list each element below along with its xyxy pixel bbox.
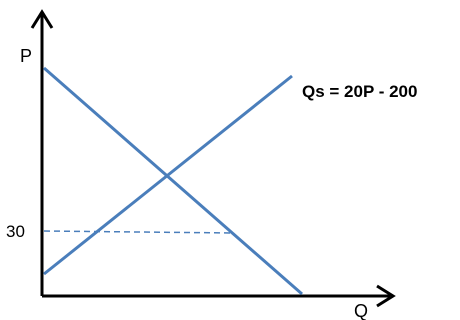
supply-curve: [43, 74, 293, 276]
price-guide-dashed: [43, 230, 235, 234]
supply-equation-label: Qs = 20P - 200: [302, 82, 417, 101]
x-axis-arrowhead: [376, 284, 396, 308]
y-axis-label: P: [20, 46, 32, 66]
demand-curve: [43, 66, 303, 296]
x-axis-label: Q: [354, 301, 368, 320]
y-axis-arrowhead: [30, 9, 54, 29]
price-tick-label: 30: [6, 222, 25, 241]
